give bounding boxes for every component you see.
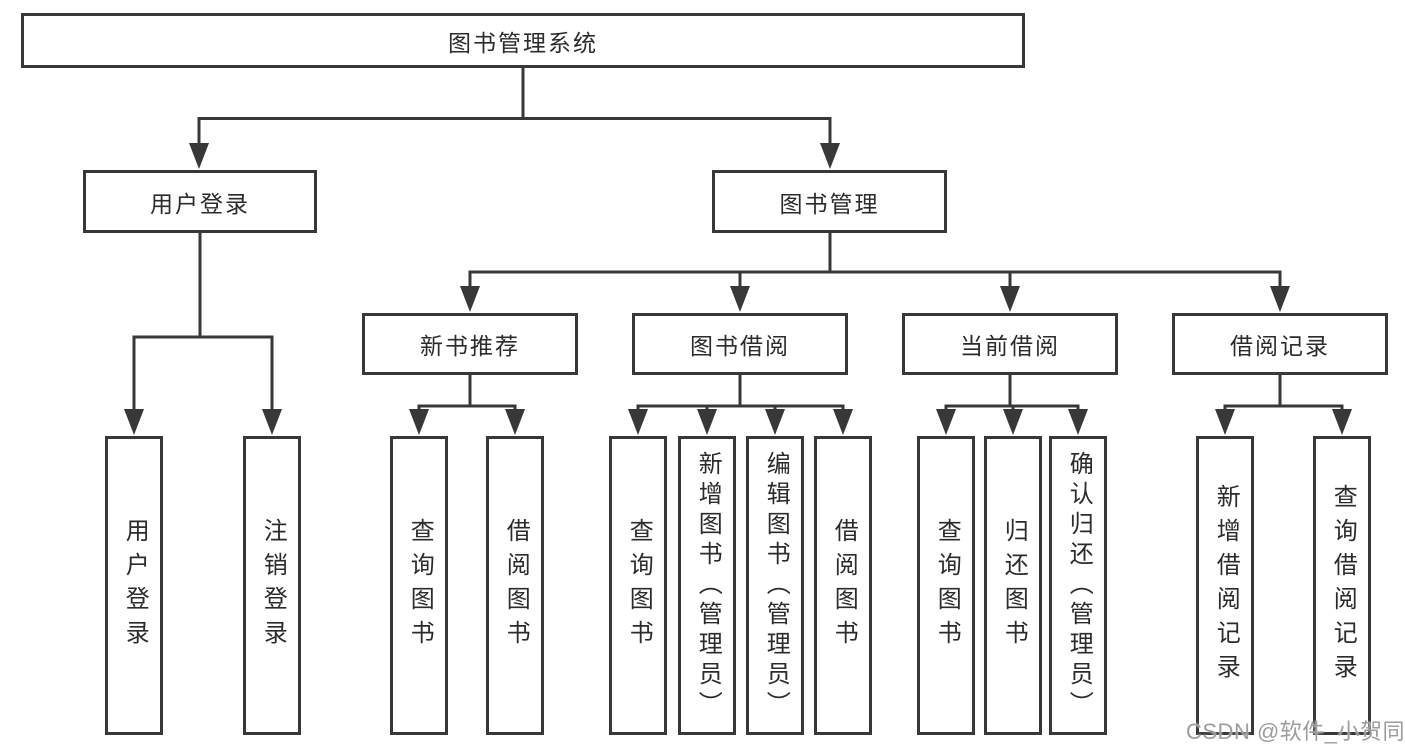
node-book-management: 图书管理: [712, 170, 947, 233]
node-label: 用户登录: [150, 190, 250, 217]
node-label: 新书推荐: [420, 333, 520, 359]
leaf-add-book-admin: 新增图书（管理员）: [678, 436, 736, 735]
leaf-label: 借阅图书: [830, 517, 858, 654]
leaf-label: 注销登录: [259, 517, 287, 654]
leaf-label: 查询图书: [406, 517, 434, 654]
leaf-label: 用户登录: [121, 517, 149, 654]
leaf-label: 新增图书（管理员）: [694, 450, 722, 721]
leaf-return-book: 归还图书: [984, 436, 1042, 735]
leaf-label: 确认归还（管理员）: [1065, 450, 1093, 721]
leaf-edit-book-admin: 编辑图书（管理员）: [746, 436, 804, 735]
node-label: 当前借阅: [960, 333, 1060, 359]
leaf-query-books-current: 查询图书: [917, 436, 975, 735]
leaf-label: 归还图书: [1000, 517, 1028, 654]
node-new-book-recommend: 新书推荐: [362, 313, 578, 375]
leaf-label: 借阅图书: [502, 517, 530, 654]
leaf-label: 查询借阅记录: [1329, 483, 1357, 688]
node-borrowing-records: 借阅记录: [1172, 313, 1388, 375]
node-book-borrowing: 图书借阅: [632, 313, 848, 375]
node-label: 图书管理系统: [448, 29, 598, 56]
leaf-label: 新增借阅记录: [1212, 483, 1240, 688]
leaf-query-books-recommend: 查询图书: [390, 436, 448, 735]
node-label: 图书管理: [779, 190, 880, 217]
node-label: 借阅记录: [1230, 333, 1330, 359]
leaf-query-borrow-record: 查询借阅记录: [1313, 436, 1371, 735]
node-label: 图书借阅: [690, 333, 790, 359]
leaf-confirm-return-admin: 确认归还（管理员）: [1049, 436, 1107, 735]
csdn-watermark: CSDN @软件_小贺同学: [1186, 719, 1405, 744]
arrowheads: [124, 143, 1352, 435]
leaf-borrow-books: 借阅图书: [814, 436, 872, 735]
node-library-management-system: 图书管理系统: [21, 13, 1025, 68]
node-user-login: 用户登录: [83, 170, 317, 233]
leaf-query-books-borrow: 查询图书: [609, 436, 667, 735]
leaf-logout: 注销登录: [243, 436, 301, 735]
node-current-borrowing: 当前借阅: [902, 313, 1118, 375]
leaf-borrow-books-recommend: 借阅图书: [486, 436, 544, 735]
leaf-label: 编辑图书（管理员）: [762, 450, 790, 721]
leaf-label: 查询图书: [625, 517, 653, 654]
leaf-user-login: 用户登录: [105, 436, 163, 735]
leaf-label: 查询图书: [933, 517, 961, 654]
leaf-add-borrow-record: 新增借阅记录: [1196, 436, 1254, 735]
